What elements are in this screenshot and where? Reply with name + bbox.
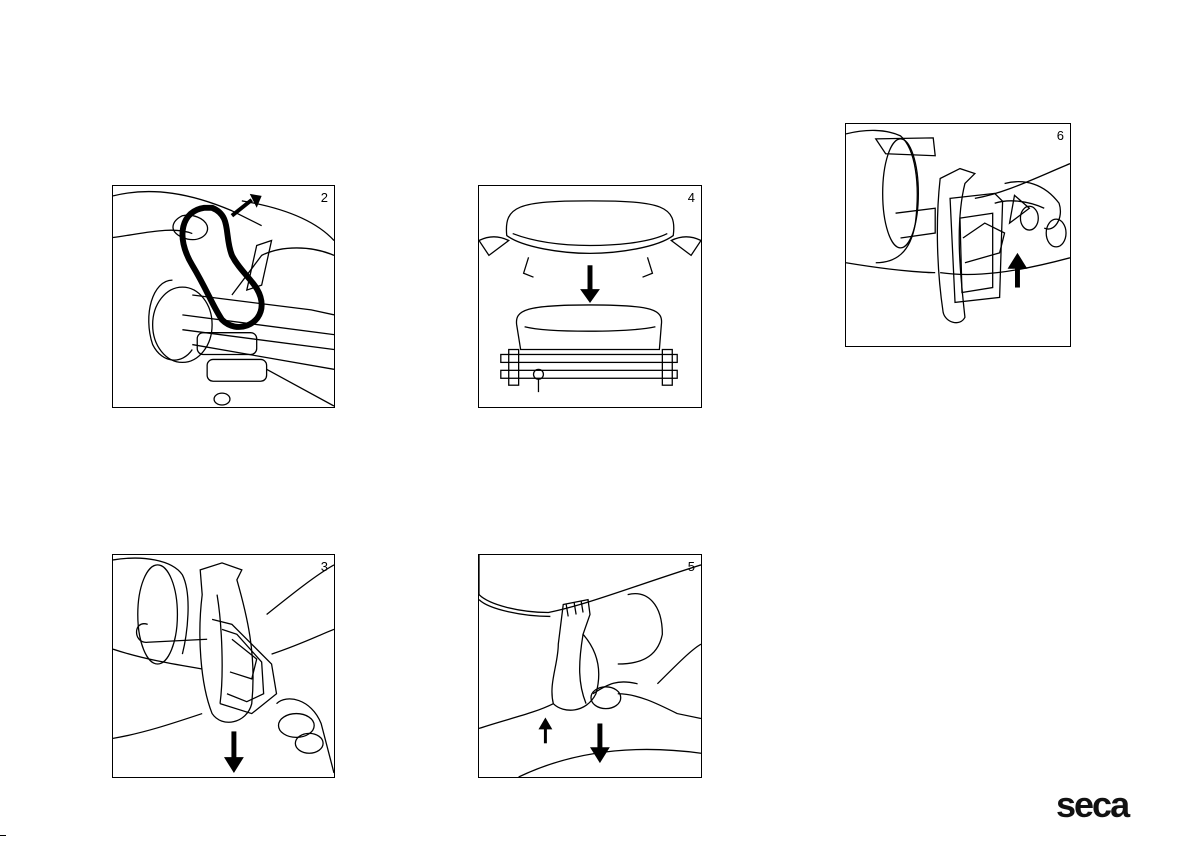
figure-3: 3 — [112, 554, 335, 778]
figure-6-number: 6 — [1057, 128, 1064, 143]
figure-5-illustration — [479, 555, 701, 777]
figure-4: 4 — [478, 185, 702, 408]
figure-5-number: 5 — [688, 559, 695, 574]
figure-3-number: 3 — [321, 559, 328, 574]
figure-6: 6 — [845, 123, 1071, 347]
seca-logo: seca — [1056, 787, 1128, 823]
figure-4-number: 4 — [688, 190, 695, 205]
figure-6-illustration — [846, 124, 1070, 346]
figure-2-number: 2 — [321, 190, 328, 205]
figure-2-illustration — [113, 186, 334, 407]
page-edge-mark — [0, 835, 6, 836]
figure-2: 2 — [112, 185, 335, 408]
figure-4-illustration — [479, 186, 701, 407]
figure-3-illustration — [113, 555, 334, 777]
figure-5: 5 — [478, 554, 702, 778]
